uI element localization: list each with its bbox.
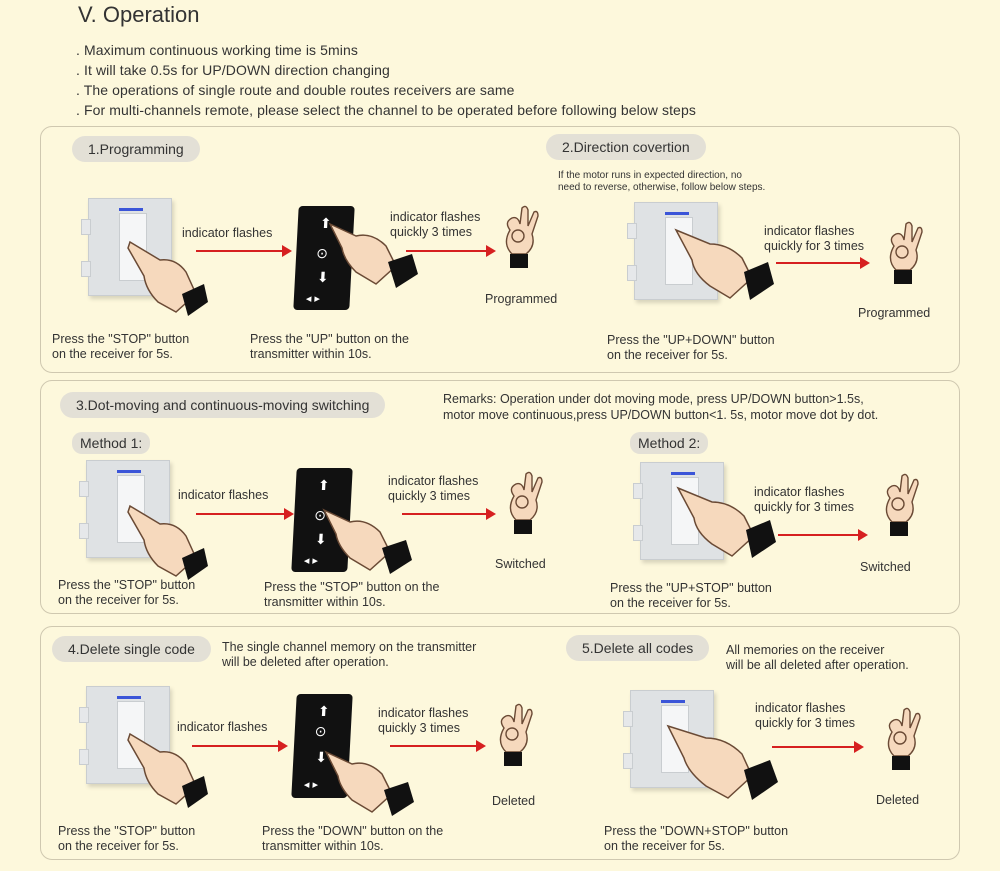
s1-caption1-1: Press the "STOP" button	[52, 332, 190, 346]
ok-hand-icon	[505, 205, 539, 268]
section-2-desc-2: need to reverse, otherwise, follow below…	[558, 182, 766, 193]
s3-m1-flashes-2: quickly 3 times	[388, 489, 470, 503]
s3-m1-caption1-1: Press the "STOP" button	[58, 578, 196, 592]
s4-desc-1: The single channel memory on the transmi…	[222, 640, 477, 654]
s5-result: Deleted	[876, 793, 920, 807]
arrow-icon	[778, 529, 868, 541]
pointing-hand-icon	[127, 240, 208, 316]
s5-caption-1: Press the "DOWN+STOP" button	[604, 824, 789, 838]
s1-indicator-flashes: indicator flashes	[182, 226, 273, 240]
pointing-hand-icon	[322, 508, 412, 574]
receiver-image	[627, 202, 718, 300]
s3-m2-result: Switched	[860, 560, 911, 574]
section-4-label: 4.Delete single code	[52, 636, 211, 662]
panel-programming	[40, 126, 960, 373]
s4-indicator-flashes: indicator flashes	[177, 720, 268, 734]
s3-m1-caption1-2: on the receiver for 5s.	[58, 593, 179, 607]
s2-flashes-line2: quickly for 3 times	[764, 239, 865, 253]
s3-m2-flashes-2: quickly for 3 times	[754, 500, 855, 514]
s3-m1-caption2-1: Press the "STOP" button on the	[264, 580, 440, 594]
section-2-desc-1: If the motor runs in expected direction,…	[558, 170, 742, 181]
s4-flashes-2: quickly 3 times	[378, 721, 460, 735]
pointing-hand-icon	[666, 724, 778, 800]
pointing-hand-icon	[127, 732, 208, 808]
s5-desc-1: All memories on the receiver	[726, 643, 885, 657]
s2-result: Programmed	[858, 306, 931, 320]
arrow-icon	[196, 508, 294, 520]
s1-caption2-1: Press the "UP" button on the	[250, 332, 409, 346]
ok-hand-icon	[889, 221, 923, 284]
arrow-icon	[402, 508, 496, 520]
s3-m2-caption-1: Press the "UP+STOP" button	[610, 581, 772, 595]
method-2-label: Method 2:	[630, 432, 709, 454]
pointing-hand-icon	[127, 504, 208, 580]
s3-m1-caption2-2: transmitter within 10s.	[264, 595, 386, 609]
pointing-hand-icon	[676, 486, 776, 558]
s4-result: Deleted	[492, 794, 536, 808]
s3-remarks-1: Remarks: Operation under dot moving mode…	[443, 392, 864, 406]
s5-flashes-2: quickly for 3 times	[755, 716, 856, 730]
panel-delete	[40, 626, 960, 860]
section-2-label: 2.Direction covertion	[546, 134, 706, 160]
s1-caption2-2: transmitter within 10s.	[250, 347, 372, 361]
arrow-icon	[390, 740, 486, 752]
ok-hand-icon	[887, 707, 921, 770]
arrow-icon	[776, 257, 870, 269]
arrow-icon	[196, 245, 292, 257]
s5-desc-2: will be all deleted after operation.	[726, 658, 909, 672]
s4-caption2-2: transmitter within 10s.	[262, 839, 384, 853]
s4-caption1-2: on the receiver for 5s.	[58, 839, 179, 853]
pointing-hand-icon	[324, 750, 414, 816]
ok-hand-icon	[885, 473, 919, 536]
arrow-icon	[772, 741, 864, 753]
s1-flashes-line2: quickly 3 times	[390, 225, 472, 239]
pointing-hand-icon	[328, 222, 418, 288]
s1-flashes-line1: indicator flashes	[390, 210, 481, 224]
s3-m2-flashes-1: indicator flashes	[754, 485, 845, 499]
note-3: . The operations of single route and dou…	[76, 82, 515, 98]
method-1-label: Method 1:	[72, 432, 151, 454]
s2-caption-2: on the receiver for 5s.	[607, 348, 728, 362]
s3-remarks-2: motor move continuous,press UP/DOWN butt…	[443, 408, 879, 422]
s4-caption2-1: Press the "DOWN" button on the	[262, 824, 444, 838]
note-4: . For multi-channels remote, please sele…	[76, 102, 696, 118]
pointing-hand-icon	[674, 228, 774, 300]
s2-flashes-line1: indicator flashes	[764, 224, 855, 238]
note-1: . Maximum continuous working time is 5mi…	[76, 42, 358, 58]
s3-indicator-flashes: indicator flashes	[178, 488, 269, 502]
s3-m1-result: Switched	[495, 557, 546, 571]
s3-m2-caption-2: on the receiver for 5s.	[610, 596, 731, 610]
s4-flashes-1: indicator flashes	[378, 706, 469, 720]
section-1-label: 1.Programming	[72, 136, 200, 162]
s3-m1-flashes-1: indicator flashes	[388, 474, 479, 488]
s2-caption-1: Press the "UP+DOWN" button	[607, 333, 775, 347]
s4-desc-2: will be deleted after operation.	[222, 655, 389, 669]
note-2: . It will take 0.5s for UP/DOWN directio…	[76, 62, 390, 78]
section-5-label: 5.Delete all codes	[566, 635, 710, 661]
ok-hand-icon	[499, 703, 533, 766]
s1-caption1-2: on the receiver for 5s.	[52, 347, 173, 361]
arrow-icon	[192, 740, 288, 752]
s5-flashes-1: indicator flashes	[755, 701, 846, 715]
ok-hand-icon	[509, 471, 543, 534]
arrow-icon	[406, 245, 496, 257]
page-title: V. Operation	[78, 2, 200, 27]
section-3-label: 3.Dot-moving and continuous-moving switc…	[60, 392, 386, 418]
s1-result: Programmed	[485, 292, 558, 306]
s5-caption-2: on the receiver for 5s.	[604, 839, 725, 853]
s4-caption1-1: Press the "STOP" button	[58, 824, 196, 838]
